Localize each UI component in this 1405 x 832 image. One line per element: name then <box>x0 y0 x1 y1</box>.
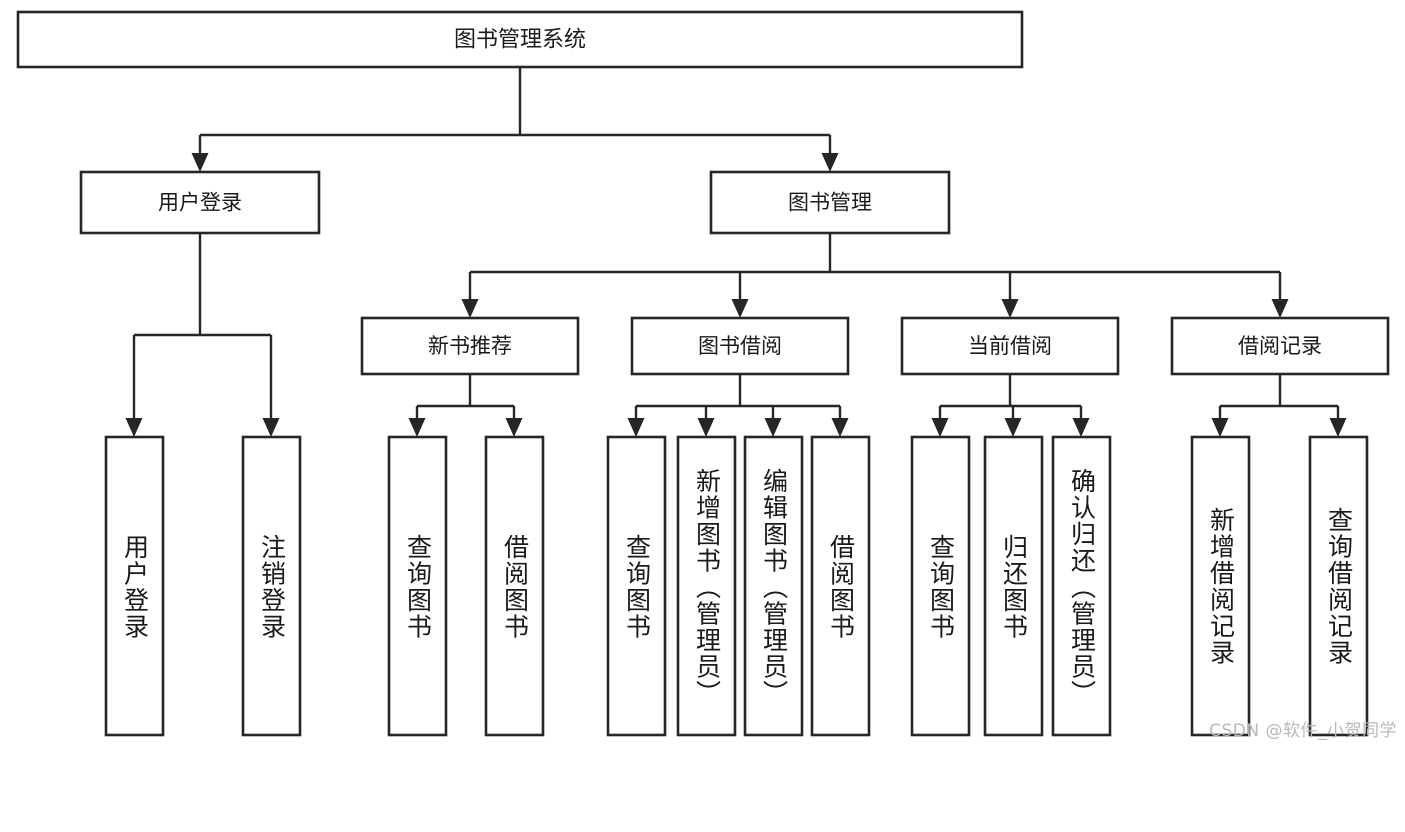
arrow-head-icon <box>505 418 523 437</box>
node-label-new-book-recommend: 新书推荐 <box>428 334 512 358</box>
node-label-borrow-record: 借阅记录 <box>1238 334 1322 358</box>
arrow-head-icon <box>764 418 782 437</box>
arrow-head-icon <box>1271 299 1289 318</box>
arrow-head-icon <box>1001 299 1019 318</box>
node-box-new-book-recommend[interactable] <box>360 316 580 376</box>
arrow-head-icon <box>931 418 949 437</box>
node-box-layer <box>16 10 1390 737</box>
node-box-leaf-add-book[interactable] <box>676 435 737 737</box>
csdn-watermark: CSDN @软件_小贺同学 <box>1209 721 1397 741</box>
arrow-head-icon <box>821 153 839 172</box>
node-box-leaf-return-book[interactable] <box>983 435 1044 737</box>
arrow-head-icon <box>262 418 280 437</box>
node-box-leaf-borrow-book-1[interactable] <box>484 435 545 737</box>
node-box-leaf-query-record[interactable] <box>1308 435 1369 737</box>
node-box-leaf-add-record[interactable] <box>1190 435 1251 737</box>
arrow-head-icon <box>1329 418 1347 437</box>
node-box-leaf-logout[interactable] <box>241 435 302 737</box>
arrow-head-icon <box>697 418 715 437</box>
node-box-leaf-confirm-return[interactable] <box>1051 435 1112 737</box>
node-box-leaf-edit-book[interactable] <box>743 435 804 737</box>
node-box-leaf-query-book-2[interactable] <box>606 435 667 737</box>
arrow-head-icon <box>731 299 749 318</box>
node-box-book-manage[interactable] <box>709 170 951 235</box>
connector-layer <box>125 67 1347 437</box>
node-label-user-login: 用户登录 <box>158 191 242 215</box>
node-box-leaf-user-login[interactable] <box>104 435 165 737</box>
arrow-head-icon <box>1072 418 1090 437</box>
arrow-head-icon <box>831 418 849 437</box>
arrow-head-icon <box>191 153 209 172</box>
node-label-book-manage: 图书管理 <box>788 191 872 215</box>
diagram-canvas: 图书管理系统用户登录图书管理新书推荐图书借阅当前借阅借阅记录 用户登录注销登录查… <box>16 10 1397 741</box>
node-label-root: 图书管理系统 <box>454 28 586 53</box>
arrow-head-icon <box>1211 418 1229 437</box>
node-box-book-borrow[interactable] <box>630 316 850 376</box>
node-box-current-borrow[interactable] <box>900 316 1120 376</box>
node-box-borrow-record[interactable] <box>1170 316 1390 376</box>
arrow-head-icon <box>627 418 645 437</box>
arrow-head-icon <box>1004 418 1022 437</box>
node-box-leaf-query-book-1[interactable] <box>387 435 448 737</box>
node-box-user-login[interactable] <box>79 170 321 235</box>
node-label-current-borrow: 当前借阅 <box>968 334 1052 358</box>
node-box-leaf-query-book-3[interactable] <box>910 435 971 737</box>
arrow-head-icon <box>125 418 143 437</box>
arrow-head-icon <box>461 299 479 318</box>
arrow-head-icon <box>408 418 426 437</box>
node-box-root[interactable] <box>16 10 1024 69</box>
node-box-leaf-borrow-book-2[interactable] <box>810 435 871 737</box>
node-label-book-borrow: 图书借阅 <box>698 334 782 358</box>
